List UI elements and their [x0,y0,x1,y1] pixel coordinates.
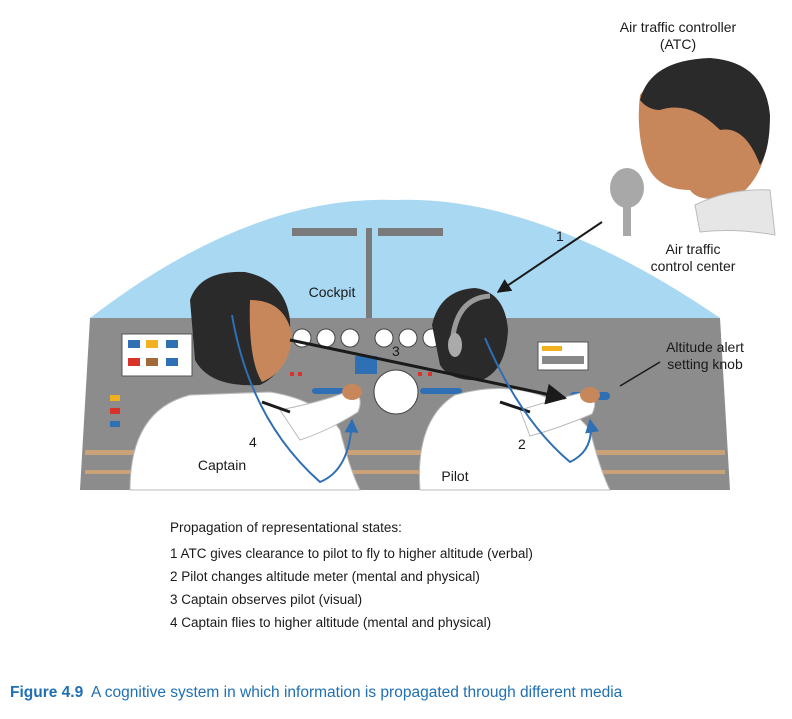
atc-center-line1: Air traffic [665,241,721,257]
arrow-number-3: 3 [392,343,400,359]
captain-arm [279,389,361,441]
legend-item: 3 Captain observes pilot (visual) [170,592,363,607]
knob-pointer-line [619,361,661,387]
figure-caption-text: A cognitive system in which information … [90,684,623,701]
captain-face [249,300,292,382]
legend: Propagation of representational states: … [170,520,533,638]
arrow-1-atc-to-pilot [496,221,603,293]
pilot-head [432,288,508,381]
atc-center-label: Air traffic control center [638,241,748,275]
microphone-stand [623,204,631,236]
panel-stripe [85,450,725,455]
arrow-number-1: 1 [556,228,564,244]
legend-item: 1 ATC gives clearance to pilot to fly to… [170,546,533,561]
center-screen [355,356,377,374]
pilot-label: Pilot [441,468,469,484]
windshield-pillar-right [378,228,443,236]
captain-hand [342,384,362,400]
glareshield-blue-right [420,388,462,394]
windshield-pillar-left [292,228,357,236]
arrow-number-2: 2 [518,436,526,452]
figure-caption: Figure 4.9 A cognitive system in which i… [10,684,622,702]
atc-microphone [610,168,644,208]
windshield-divider [366,228,372,323]
atc-collar [694,189,776,236]
cockpit-label: Cockpit [308,284,356,300]
pilot-hand [580,387,600,403]
atc-title-line1: Air traffic controller [619,19,737,35]
legend-item: 4 Captain flies to higher altitude (ment… [170,615,492,630]
arrow-2-pilot-loop [484,337,599,464]
legend-item: 2 Pilot changes altitude meter (mental a… [170,569,480,584]
arrow-3-captain-to-pilot [289,338,568,405]
legend-heading: Propagation of representational states: [170,520,402,535]
figure-number: Figure 4.9 [10,684,84,701]
panel-stripe-2 [85,470,725,474]
atc-hair [640,58,770,165]
arrow-number-4: 4 [249,434,257,450]
atc-title-line2: (ATC) [659,36,697,52]
knob-label: Altitude alert setting knob [650,339,760,373]
atc-center-line2: control center [650,258,736,274]
captain-label: Captain [197,457,247,473]
arrow-4-captain-loop [231,314,359,484]
knob-line2: setting knob [667,356,743,372]
atc-title-label: Air traffic controller (ATC) [608,19,748,53]
knob-line1: Altitude alert [666,339,744,355]
